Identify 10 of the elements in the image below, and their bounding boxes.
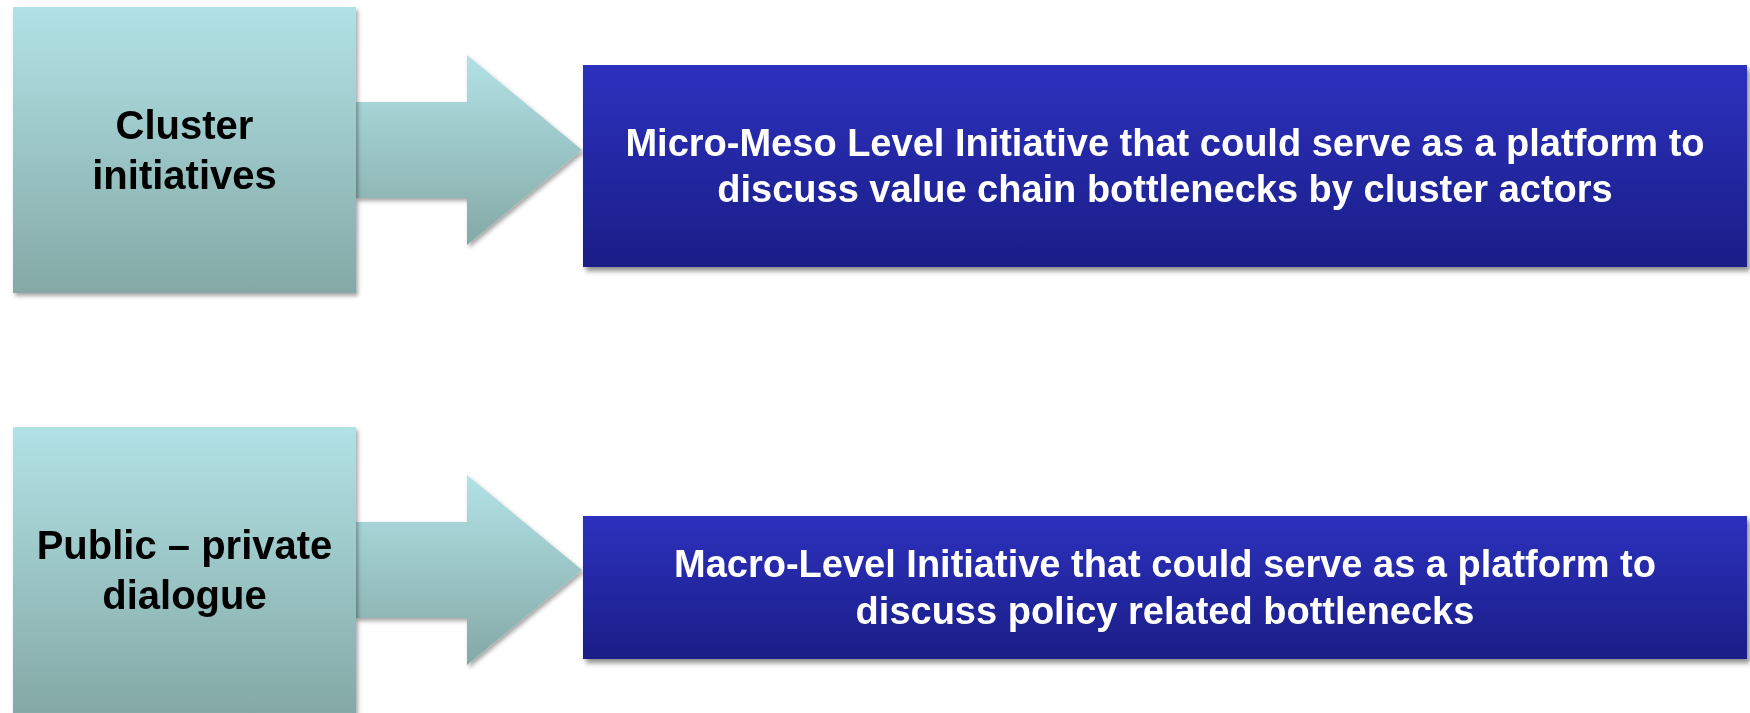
source-box	[13, 7, 356, 293]
box-label: Public – private dialogue	[35, 522, 334, 619]
block-arrow	[355, 475, 582, 665]
initiative-text: Macro-Level Initiative that could serve as a platform to discuss policy related bottlenecks	[673, 542, 1657, 634]
box-label: Cluster initiatives	[91, 102, 278, 199]
block-arrow	[355, 55, 582, 245]
source-box	[13, 427, 356, 713]
initiative-box	[583, 516, 1747, 659]
initiative-text: Micro-Meso Level Initiative that could serve as a platform to discuss value chain bottlenecks by cluster actors	[624, 120, 1706, 212]
initiative-box	[583, 65, 1747, 267]
